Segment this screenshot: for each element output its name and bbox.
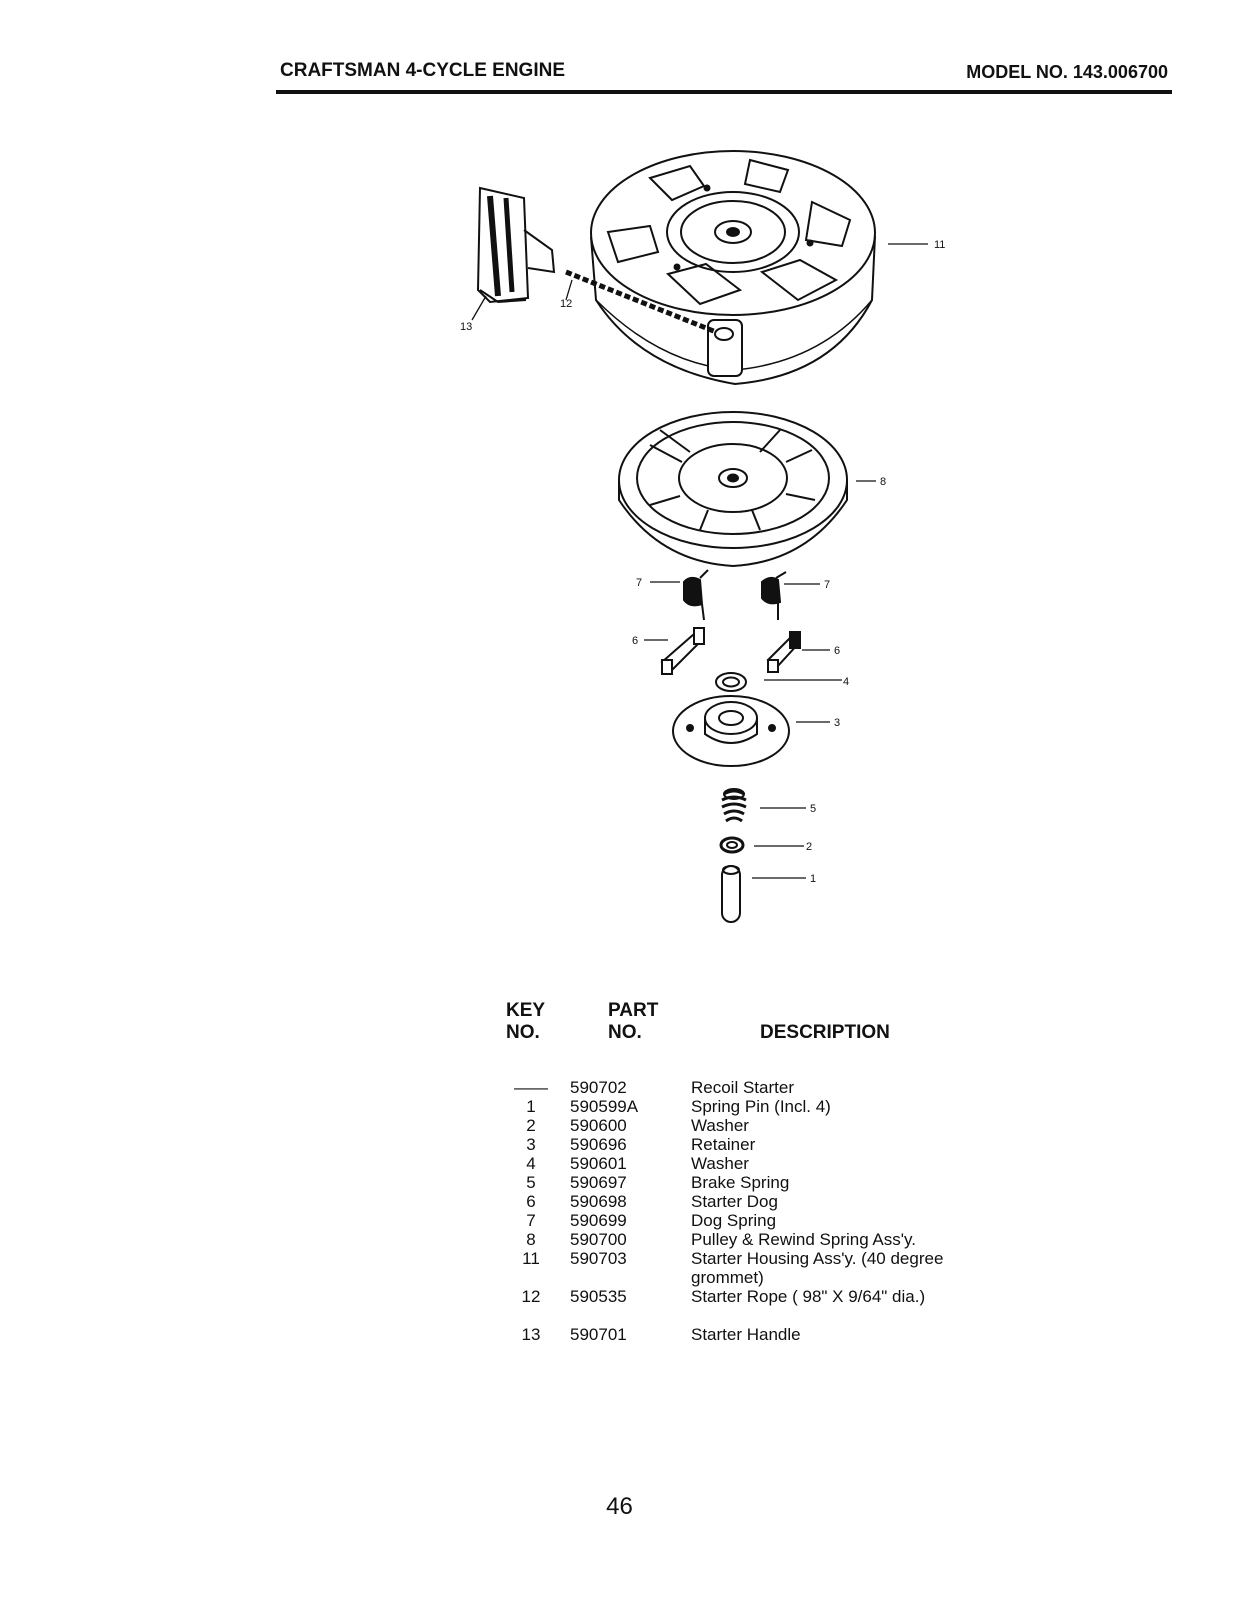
- callout-5: 5: [810, 803, 816, 815]
- callout-6-right: 6: [834, 645, 840, 657]
- description-header: DESCRIPTION: [760, 1022, 890, 1043]
- callout-12: 12: [560, 298, 572, 310]
- document-title: CRAFTSMAN 4-CYCLE ENGINE: [280, 60, 566, 81]
- callout-6-left: 6: [632, 635, 638, 647]
- washer-illustration: [715, 672, 747, 692]
- washer-2-illustration: [719, 836, 745, 854]
- callout-2: 2: [806, 841, 812, 853]
- page-header: CRAFTSMAN 4-CYCLE ENGINE MODEL NO. 143.0…: [276, 60, 1172, 94]
- model-number: MODEL NO. 143.006700: [966, 62, 1168, 82]
- exploded-parts-diagram: 11 12 13 8 7 7 6 6 4 3 5 2 1: [460, 150, 945, 923]
- callout-8: 8: [880, 476, 886, 488]
- brake-spring-illustration: [721, 788, 747, 823]
- starter-dog-illustration: [660, 627, 801, 675]
- starter-housing-illustration: [590, 150, 876, 386]
- pulley-illustration: [618, 411, 848, 568]
- starter-handle-illustration: [476, 186, 556, 304]
- dog-spring-illustration: [683, 569, 787, 621]
- spring-pin-illustration: [721, 865, 741, 923]
- callout-3: 3: [834, 717, 840, 729]
- retainer-illustration: [672, 695, 790, 767]
- callout-1: 1: [810, 873, 816, 885]
- callout-7-left: 7: [636, 577, 642, 589]
- callout-7-right: 7: [824, 579, 830, 591]
- callout-11: 11: [934, 239, 945, 251]
- page-number: 46: [606, 1493, 633, 1520]
- part-no-header: PART NO.: [608, 1000, 659, 1043]
- callout-numbers: 11 12 13 8 7 7 6 6 4 3 5 2 1: [460, 239, 945, 885]
- callout-13: 13: [460, 321, 472, 333]
- callout-4: 4: [843, 676, 849, 688]
- key-no-header: KEY NO.: [506, 1000, 546, 1043]
